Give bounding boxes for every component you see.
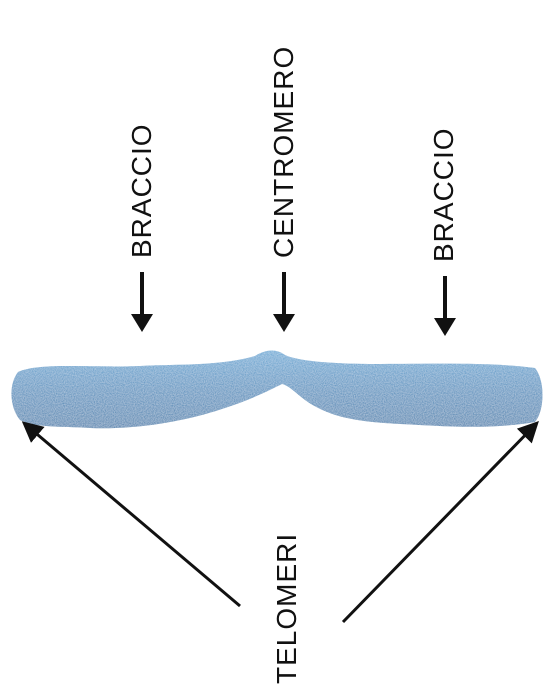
telomeres-label: TELOMERI <box>273 533 301 684</box>
centromere-arrow <box>273 272 295 332</box>
arm-left-arrow <box>131 272 153 332</box>
arm-left-label: BRACCIO <box>128 123 156 258</box>
centromere-label: CENTROMERO <box>270 46 298 258</box>
telomere-arrow-left <box>25 424 240 606</box>
telomere-arrow-right <box>343 424 536 622</box>
arm-right-arrow <box>434 276 456 336</box>
chromosome-body <box>11 351 542 429</box>
arm-right-label: BRACCIO <box>430 127 458 262</box>
